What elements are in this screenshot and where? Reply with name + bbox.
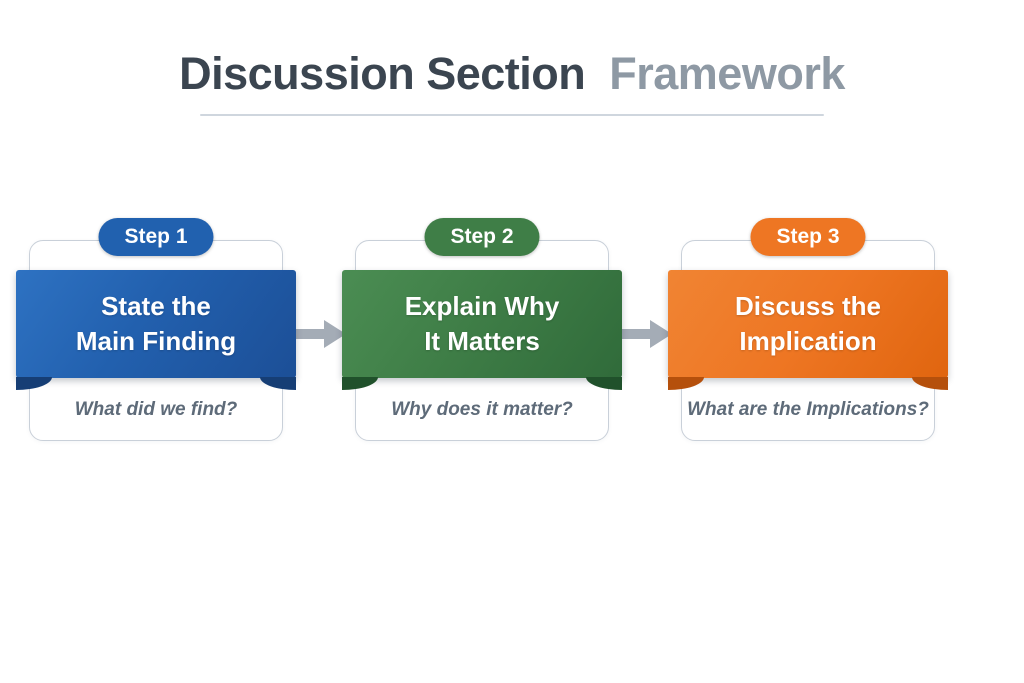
step-heading-ribbon: Explain Why It Matters bbox=[342, 270, 622, 390]
step-heading-line1: Explain Why bbox=[404, 291, 560, 321]
step-badge: Step 1 bbox=[98, 218, 214, 256]
step-card-2: Explain Why It Matters Step 2 Why does i… bbox=[342, 218, 622, 450]
step-heading-line2: Main Finding bbox=[75, 326, 237, 356]
arrow-right-icon bbox=[620, 320, 672, 348]
step-badge: Step 2 bbox=[424, 218, 540, 256]
title-secondary bbox=[597, 48, 609, 99]
step-heading-line1: State the bbox=[101, 291, 211, 321]
title-secondary-text: Framework bbox=[609, 48, 845, 99]
step-heading-line2: It Matters bbox=[424, 326, 540, 356]
title-primary: Discussion Section bbox=[179, 48, 586, 99]
step-card-3: Discuss the Implication Step 3 What are … bbox=[668, 218, 948, 450]
step-badge: Step 3 bbox=[750, 218, 866, 256]
step-question: What are the Implications? bbox=[687, 399, 929, 420]
step-heading-ribbon: State the Main Finding bbox=[16, 270, 296, 390]
step-heading-line1: Discuss the bbox=[735, 291, 881, 321]
title-underline bbox=[200, 114, 824, 116]
step-heading-line2: Implication bbox=[739, 326, 877, 356]
step-question: What did we find? bbox=[74, 399, 238, 420]
step-heading-ribbon: Discuss the Implication bbox=[668, 270, 948, 390]
arrow-right-icon bbox=[294, 320, 346, 348]
step-question: Why does it matter? bbox=[391, 399, 573, 420]
step-card-1: State the Main Finding Step 1 What did w… bbox=[16, 218, 296, 450]
page-title: Discussion Section Framework bbox=[0, 46, 1024, 116]
